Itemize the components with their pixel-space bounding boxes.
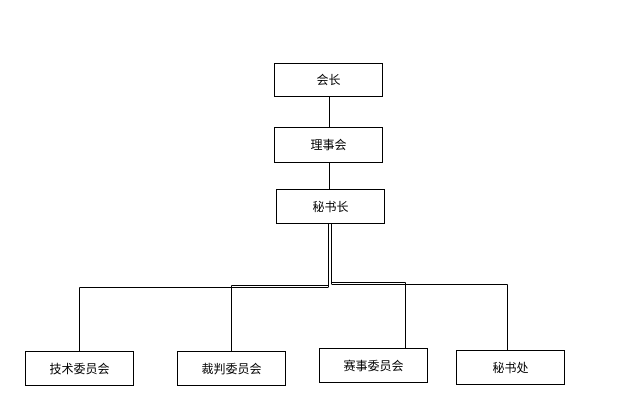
node-secretariat-label: 秘书处 bbox=[492, 360, 529, 375]
node-technical-committee: 技术委员会 bbox=[25, 351, 134, 386]
node-events-committee: 赛事委员会 bbox=[319, 348, 428, 383]
node-technical-committee-label: 技术委员会 bbox=[49, 361, 110, 376]
node-referee-committee-label: 裁判委员会 bbox=[201, 361, 262, 376]
node-president-label: 会长 bbox=[316, 73, 341, 87]
node-secretary-general-label: 秘书长 bbox=[312, 199, 349, 214]
node-board-label: 理事会 bbox=[310, 138, 347, 152]
node-events-committee-label: 赛事委员会 bbox=[343, 358, 404, 373]
node-secretariat: 秘书处 bbox=[456, 350, 565, 385]
node-referee-committee: 裁判委员会 bbox=[177, 351, 286, 386]
node-board: 理事会 bbox=[274, 127, 383, 163]
node-president: 会长 bbox=[274, 63, 383, 97]
node-secretary-general: 秘书长 bbox=[276, 189, 385, 224]
